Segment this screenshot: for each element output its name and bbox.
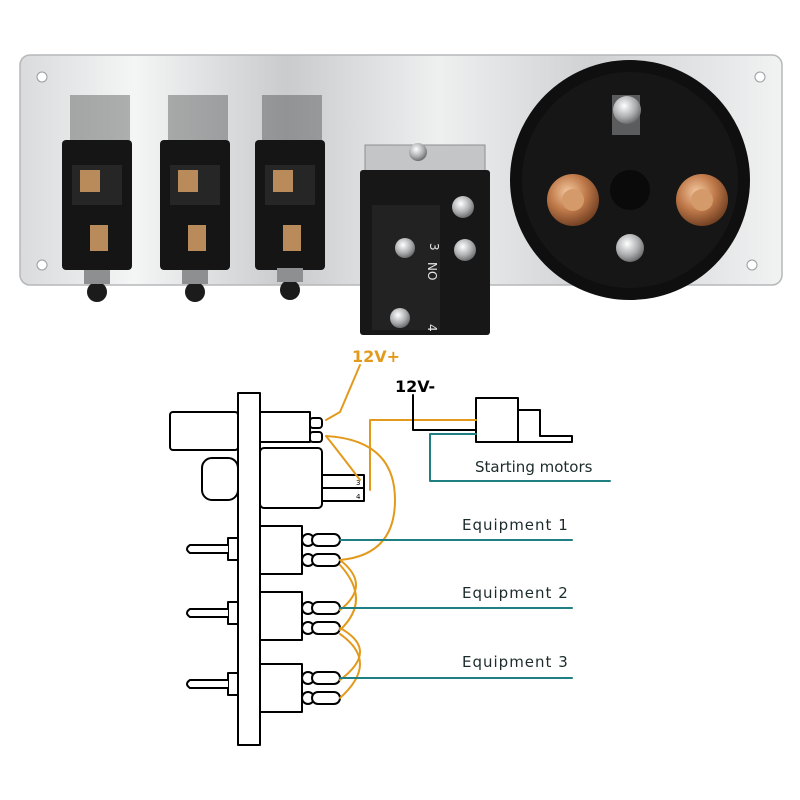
toggle-switch-outline-1: [186, 525, 341, 575]
toggle-switch-outline-2: [186, 591, 341, 641]
label-equipment-3: Equipment 3: [462, 653, 569, 671]
mount-hole: [36, 259, 48, 271]
push-button-outline: [201, 447, 365, 509]
toggle-switch-body-2: [160, 95, 230, 302]
mount-hole: [746, 259, 758, 271]
terminal-4-label: 4: [425, 324, 439, 332]
toggle-switch-outline-3: [186, 663, 341, 713]
label-starting-motors: Starting motors: [475, 458, 593, 476]
terminal-3-label: 3: [427, 243, 441, 251]
battery-isolator-switch: [510, 60, 750, 300]
pin-3-label: 3: [356, 479, 360, 487]
switch-panel-photo: 3 NO 4: [19, 54, 783, 335]
starter-relay-outline: [475, 397, 573, 443]
mount-hole: [36, 71, 48, 83]
positive-wire: [325, 364, 477, 699]
pin-4-label: 4: [356, 493, 361, 501]
equipment-wires: [339, 433, 611, 679]
toggle-switch-body-1: [62, 95, 132, 302]
label-12v-negative: 12V-: [395, 377, 435, 396]
no-marking-label: NO: [425, 262, 439, 280]
label-equipment-2: Equipment 2: [462, 584, 569, 602]
push-button-contact-block: 3 NO 4: [360, 143, 490, 335]
isolator-switch-outline: [169, 411, 323, 451]
panel-plate-outline: [237, 392, 261, 746]
label-12v-positive: 12V+: [352, 347, 400, 366]
wiring-diagram: 3 4: [169, 347, 611, 746]
label-equipment-1: Equipment 1: [462, 516, 569, 534]
mount-hole: [754, 71, 766, 83]
toggle-switch-body-3: [255, 95, 325, 300]
negative-wire: [412, 394, 477, 431]
